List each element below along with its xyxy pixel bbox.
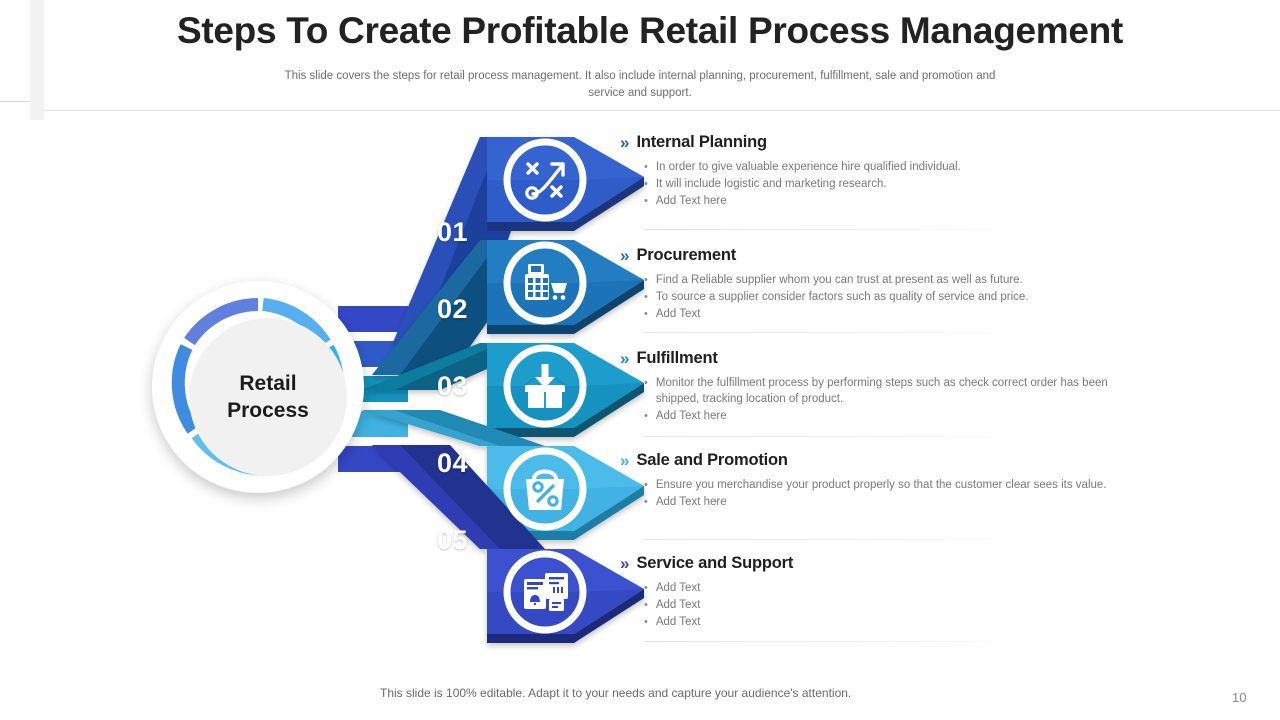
step-number-02: 02 <box>437 294 469 324</box>
step-detail-01-bullets: • In order to give valuable experience hi… <box>644 159 1120 209</box>
step-arrow-02 <box>372 240 644 375</box>
step-divider-01 <box>644 229 992 230</box>
step-number-03: 03 <box>437 371 469 401</box>
bullet-text: Add Text <box>655 599 701 611</box>
step-detail-01-title: Internal Planning <box>636 133 767 151</box>
list-item: • Add Text <box>644 580 1120 596</box>
hub-label: Retail Process <box>227 370 309 424</box>
step-detail-05-bullets: • Add Text • Add Text • Add Text <box>644 580 1120 630</box>
bullet-text: Add Text <box>655 582 701 594</box>
step-detail-01-head: » Internal Planning <box>620 133 1120 152</box>
step-detail-03-bullets: • Monitor the fulfillment process by perf… <box>644 375 1120 424</box>
step-arrow-03 <box>362 343 644 437</box>
double-chevron-icon: » <box>620 451 630 470</box>
step-divider-04 <box>644 539 992 540</box>
hub-ring-wrapper: Retail Process <box>162 291 354 483</box>
footer-note: This slide is 100% editable. Adapt it to… <box>380 686 852 700</box>
page-title: Steps To Create Profitable Retail Proces… <box>176 10 1123 51</box>
step-detail-04-title: Sale and Promotion <box>636 451 788 469</box>
list-item: • To source a supplier consider factors s… <box>644 289 1120 305</box>
step-divider-02 <box>644 332 992 333</box>
strategy-icon <box>503 138 587 222</box>
cash-register-icon <box>503 241 587 325</box>
step-divider-05 <box>644 641 992 642</box>
list-item: • Ensure you merchandise your product pro… <box>644 477 1120 493</box>
step-detail-02-bullets: • Find a Reliable supplier whom you can t… <box>644 272 1120 322</box>
retail-process-hub[interactable]: Retail Process <box>152 281 364 493</box>
step-arrow-04 <box>362 410 644 540</box>
bullet-text: Monitor the fulfillment process by perfo… <box>655 377 1108 405</box>
bullet-dot-icon: • <box>644 496 648 508</box>
list-item: • Add Text here <box>644 494 1120 510</box>
double-chevron-icon: » <box>620 349 630 368</box>
list-item: • Add Text here <box>644 408 1120 424</box>
step-detail-02-title: Procurement <box>636 246 737 264</box>
bullet-dot-icon: • <box>644 274 648 286</box>
step-number-01: 01 <box>437 217 469 247</box>
bullet-text: Find a Reliable supplier whom you can tr… <box>655 274 1023 286</box>
discount-bag-icon <box>503 447 587 531</box>
list-item: • In order to give valuable experience hi… <box>644 159 1120 175</box>
page-number: 10 <box>1232 690 1247 705</box>
bullet-text: Add Text here <box>655 195 727 207</box>
list-item: • Find a Reliable supplier whom you can t… <box>644 272 1120 288</box>
bullet-dot-icon: • <box>644 582 648 594</box>
bullet-text: Add Text here <box>655 496 727 508</box>
step-detail-05-head: » Service and Support <box>620 554 1120 573</box>
step-detail-01[interactable]: » Internal Planning • In order to give va… <box>620 133 1120 210</box>
bullet-text: To source a supplier consider factors su… <box>655 291 1029 303</box>
bullet-dot-icon: • <box>644 161 648 173</box>
header-rule-left <box>0 101 30 102</box>
bullet-dot-icon: • <box>644 195 648 207</box>
list-item: • Add Text <box>644 597 1120 613</box>
bullet-dot-icon: • <box>644 599 648 611</box>
bullet-text: Add Text <box>655 616 701 628</box>
step-arrow-05 <box>372 445 644 643</box>
bullet-dot-icon: • <box>644 291 648 303</box>
hub-label-line1: Retail <box>239 372 297 395</box>
page-subtitle: This slide covers the steps for retail p… <box>284 70 996 99</box>
package-download-icon <box>503 344 587 428</box>
step-detail-03-head: » Fulfillment <box>620 349 1120 368</box>
step-detail-03-title: Fulfillment <box>636 349 718 367</box>
step-divider-03 <box>644 436 992 437</box>
step-number-05: 05 <box>437 525 469 555</box>
bullet-dot-icon: • <box>644 377 648 389</box>
bullet-dot-icon: • <box>644 479 648 491</box>
hub-label-line2: Process <box>227 399 309 422</box>
bullet-dot-icon: • <box>644 616 648 628</box>
double-chevron-icon: » <box>620 246 630 265</box>
step-detail-02[interactable]: » Procurement • Find a Reliable supplier … <box>620 246 1120 323</box>
bullet-text: Add Text here <box>655 410 727 422</box>
step-detail-04[interactable]: » Sale and Promotion • Ensure you merchan… <box>620 451 1120 511</box>
left-accent-band <box>30 0 44 120</box>
header-rule <box>44 110 1280 111</box>
bullet-text: Add Text <box>655 308 701 320</box>
list-item: • Add Text <box>644 614 1120 630</box>
step-number-04: 04 <box>437 448 469 478</box>
step-detail-03[interactable]: » Fulfillment • Monitor the fulfillment p… <box>620 349 1120 425</box>
list-item: • Add Text here <box>644 193 1120 209</box>
list-item: • It will include logistic and marketing … <box>644 176 1120 192</box>
step-detail-04-bullets: • Ensure you merchandise your product pro… <box>644 477 1120 510</box>
bullet-text: It will include logistic and marketing r… <box>655 178 887 190</box>
step-detail-02-head: » Procurement <box>620 246 1120 265</box>
hub-inner-circle: Retail Process <box>189 318 347 476</box>
double-chevron-icon: » <box>620 133 630 152</box>
bullet-text: In order to give valuable experience hir… <box>655 161 961 173</box>
list-item: • Add Text <box>644 306 1120 322</box>
bullet-dot-icon: • <box>644 178 648 190</box>
step-detail-05[interactable]: » Service and Support • Add Text • Add Tex… <box>620 554 1120 631</box>
bullet-dot-icon: • <box>644 308 648 320</box>
step-detail-05-title: Service and Support <box>636 554 794 572</box>
service-support-icon <box>503 550 587 634</box>
bullet-dot-icon: • <box>644 410 648 422</box>
step-arrow-01 <box>392 137 644 345</box>
double-chevron-icon: » <box>620 554 630 573</box>
list-item: • Monitor the fulfillment process by perf… <box>644 375 1120 407</box>
step-detail-04-head: » Sale and Promotion <box>620 451 1120 470</box>
bullet-text: Ensure you merchandise your product prop… <box>655 479 1107 491</box>
